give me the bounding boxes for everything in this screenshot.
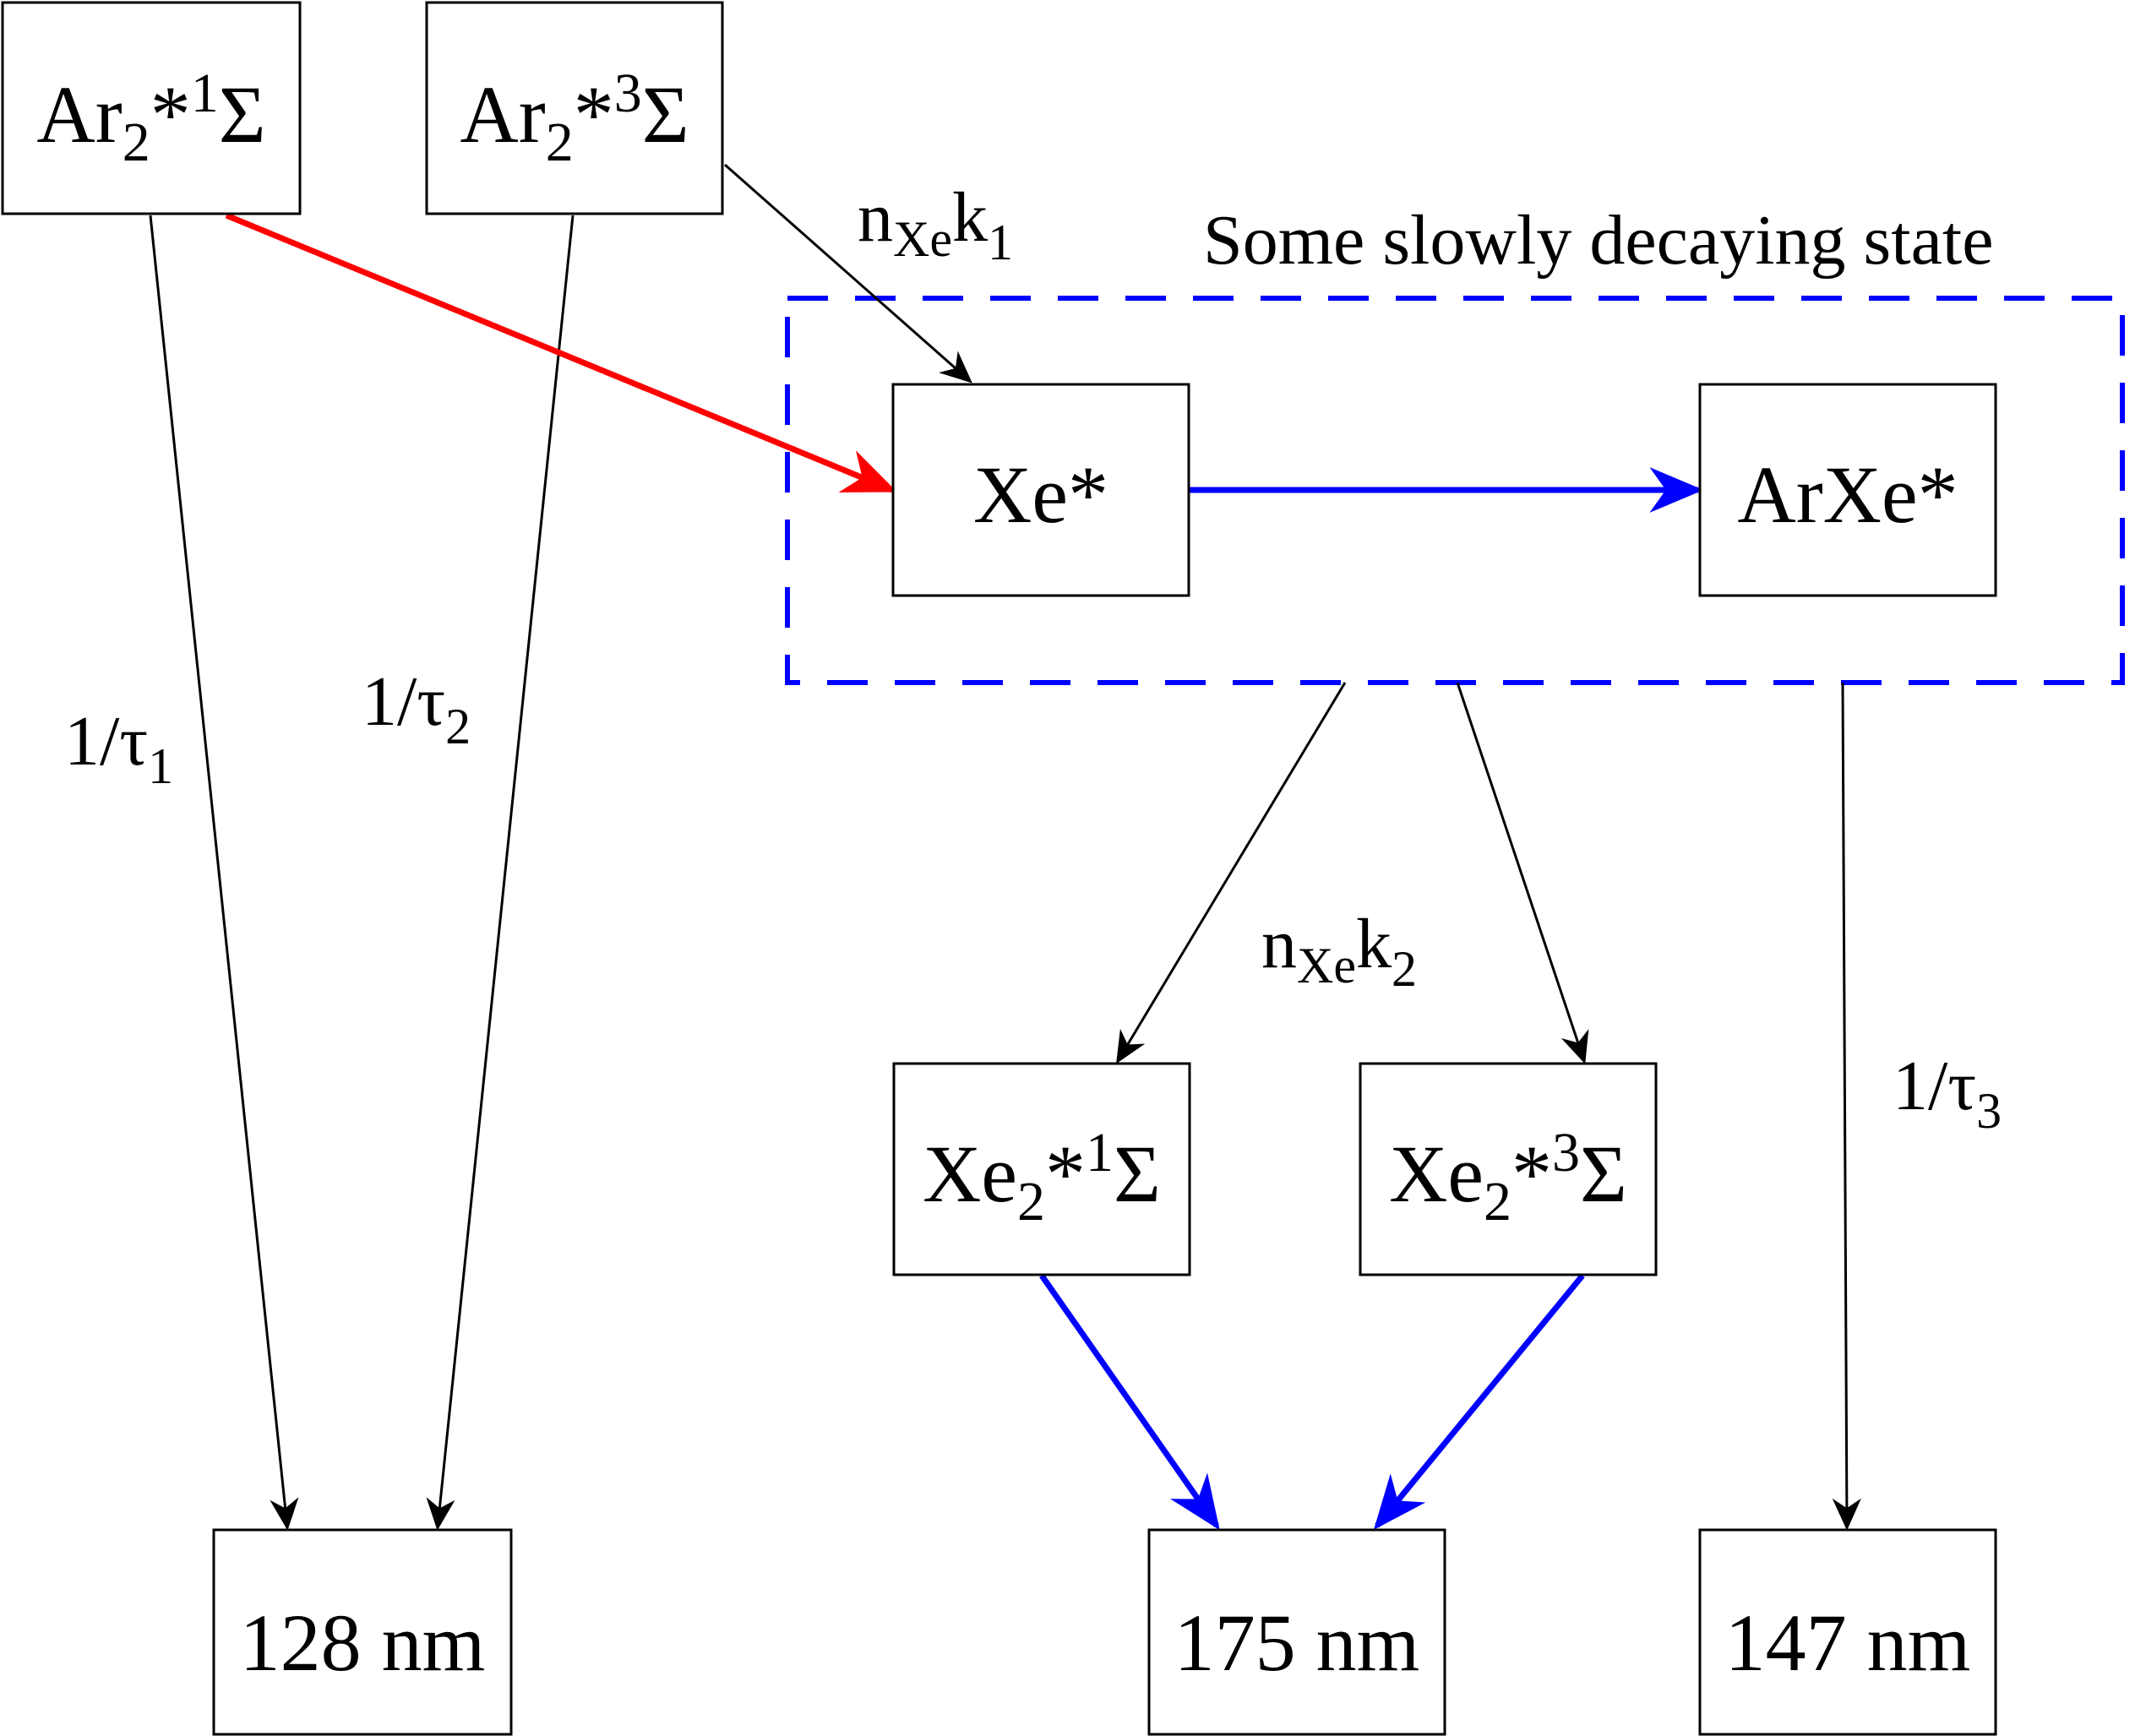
arrow-xe2-triplet-to-175 bbox=[1373, 1273, 1585, 1530]
arrow-ar2-singlet-to-xe bbox=[225, 212, 897, 493]
xe2-triplet-box bbox=[1359, 1062, 1658, 1276]
slow-decay-group-label: Some slowly decaying state bbox=[1203, 201, 1993, 280]
arxe-star-box bbox=[1698, 383, 1997, 597]
rate-tau3-label: 1/τ3 bbox=[1893, 1047, 2002, 1139]
slow-decay-group-box bbox=[785, 296, 2125, 685]
ar2-triplet-box bbox=[425, 1, 724, 215]
ar2-singlet-label: Ar2*1Σ bbox=[36, 63, 265, 173]
xe2-singlet-box bbox=[892, 1062, 1191, 1276]
arrow-ar2-triplet-to-xe bbox=[724, 163, 972, 384]
arrow-group-to-147 bbox=[1832, 682, 1861, 1531]
arrow-ar2-singlet-to-128 bbox=[149, 215, 299, 1531]
xe2-triplet-label: Xe2*3Σ bbox=[1389, 1122, 1627, 1233]
output-128-box bbox=[212, 1528, 513, 1736]
output-147-box bbox=[1698, 1528, 1997, 1736]
arrow-group-to-xe2-singlet bbox=[1116, 682, 1347, 1064]
xe-star-box bbox=[891, 383, 1190, 597]
rate-tau2-label: 1/τ2 bbox=[362, 662, 471, 754]
ar2-singlet-box bbox=[1, 1, 302, 215]
rate-tau1-label: 1/τ1 bbox=[64, 702, 173, 794]
xe2-singlet-label: Xe2*1Σ bbox=[923, 1122, 1161, 1233]
arrow-xe2-singlet-to-175 bbox=[1039, 1273, 1220, 1531]
output-175-label: 175 nm bbox=[1174, 1597, 1420, 1688]
ar2-triplet-label: Ar2*3Σ bbox=[460, 63, 689, 173]
rate-k2-label: nXek2 bbox=[1261, 905, 1417, 997]
arrow-ar2-triplet-to-128 bbox=[426, 215, 575, 1531]
arrow-group-to-xe2-triplet bbox=[1456, 682, 1589, 1064]
output-175-box bbox=[1147, 1528, 1446, 1736]
arxe-star-label: ArXe* bbox=[1737, 449, 1958, 540]
slow-decay-group-label-bg bbox=[1196, 194, 2146, 296]
xe-star-label: Xe* bbox=[973, 449, 1108, 540]
output-147-label: 147 nm bbox=[1725, 1597, 1971, 1688]
output-128-label: 128 nm bbox=[240, 1597, 486, 1688]
rate-k1-label: nXek1 bbox=[858, 178, 1013, 270]
